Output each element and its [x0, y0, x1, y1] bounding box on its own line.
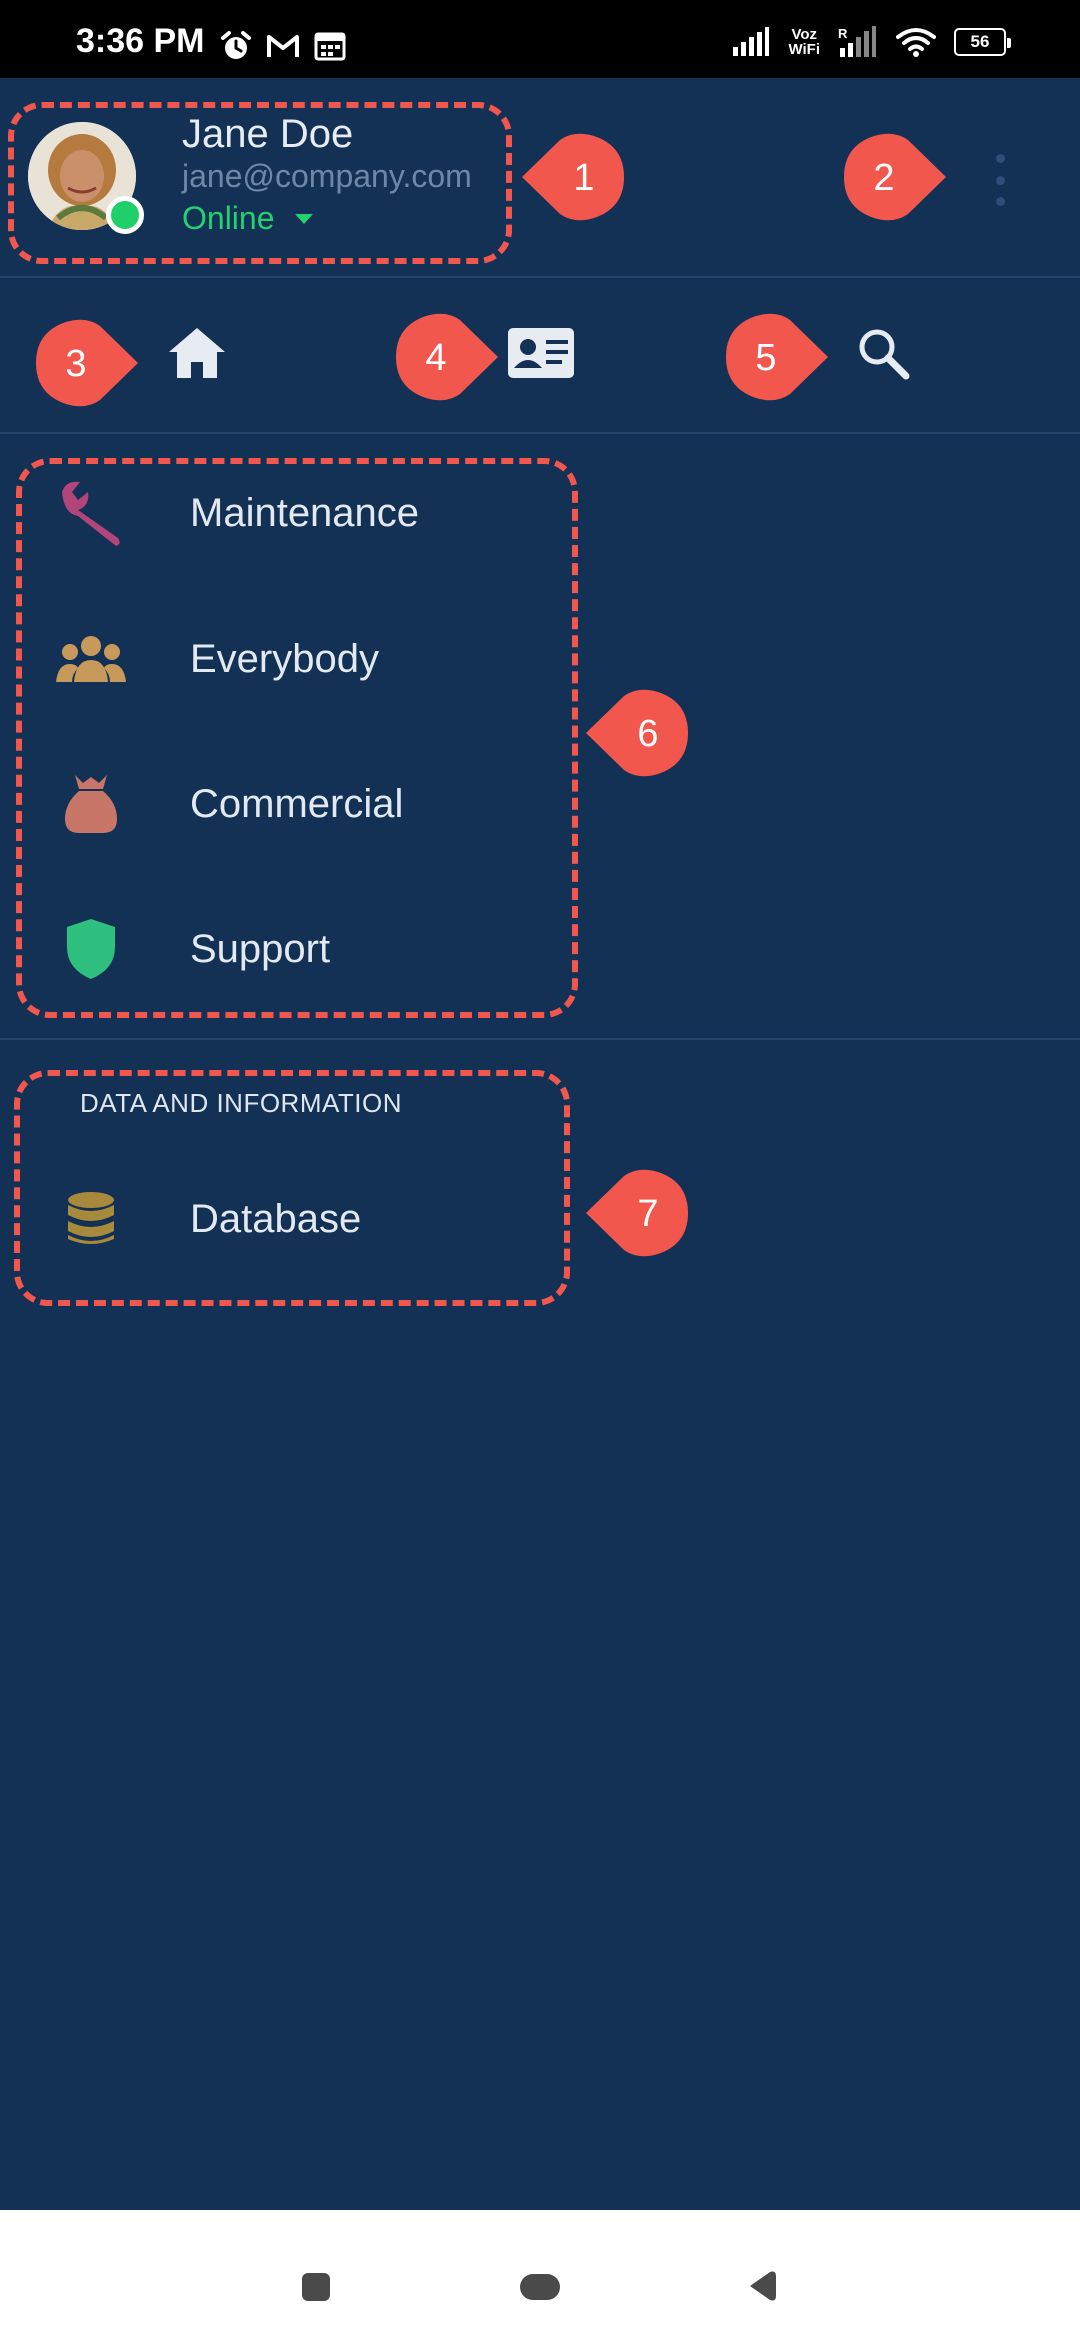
recents-button[interactable] — [302, 2273, 330, 2301]
search-icon — [859, 329, 910, 380]
home-icon — [169, 328, 225, 378]
annotation-callout-1: 1 — [522, 133, 624, 221]
home-button[interactable] — [152, 308, 242, 398]
svg-text:7: 7 — [637, 1193, 658, 1235]
annotation-callout-4: 4 — [396, 313, 498, 401]
svg-text:R: R — [838, 26, 848, 41]
chevron-down-icon — [294, 213, 313, 224]
annotation-callout-7: 7 — [586, 1169, 688, 1257]
gmail-icon — [267, 35, 299, 57]
user-name: Jane Doe — [182, 112, 354, 156]
menu-item-label: Database — [190, 1196, 362, 1241]
user-email: jane@company.com — [182, 158, 472, 194]
presence-status-dropdown[interactable]: Online — [182, 200, 313, 237]
menu-item-commercial[interactable]: Commercial — [0, 744, 580, 864]
svg-text:1: 1 — [573, 157, 594, 199]
contacts-button[interactable] — [496, 308, 586, 398]
annotation-callout-6: 6 — [586, 689, 688, 777]
contact-card-icon — [508, 328, 574, 378]
wrench-icon — [56, 478, 126, 548]
home-system-button[interactable] — [520, 2274, 560, 2300]
svg-text:2: 2 — [873, 157, 894, 199]
more-options-button[interactable] — [985, 154, 1015, 206]
group-icon — [56, 624, 126, 694]
section-title: DATA AND INFORMATION — [80, 1088, 403, 1118]
menu-item-label: Maintenance — [190, 490, 420, 535]
annotation-callout-2: 2 — [844, 133, 946, 221]
search-button[interactable] — [838, 308, 928, 398]
alarm-icon — [221, 31, 251, 59]
quick-nav — [0, 278, 1080, 434]
menu-item-label: Support — [190, 926, 331, 971]
status-time: 3:36 PM — [76, 22, 205, 60]
back-button[interactable] — [748, 2270, 778, 2302]
menu-item-maintenance[interactable]: Maintenance — [0, 453, 580, 573]
profile-header: Jane Doe jane@company.com Online — [0, 78, 1080, 278]
system-navigation-bar — [0, 2210, 1080, 2340]
online-status-dot — [106, 196, 144, 234]
database-icon — [56, 1184, 126, 1254]
menu-item-support[interactable]: Support — [0, 889, 580, 1009]
avatar-photo — [28, 122, 136, 230]
menu-item-database[interactable]: Database — [0, 1159, 580, 1279]
annotation-callout-3: 3 — [36, 319, 138, 407]
shield-icon — [56, 914, 126, 984]
avatar[interactable] — [28, 122, 136, 230]
svg-text:4: 4 — [425, 337, 446, 379]
calendar-icon — [314, 32, 346, 61]
navigation-drawer: Jane Doe jane@company.com Online — [0, 78, 1080, 2210]
annotation-box-profile — [8, 102, 512, 264]
svg-text:6: 6 — [637, 713, 658, 755]
wifi-icon — [896, 28, 936, 57]
annotation-box-menu — [16, 458, 578, 1018]
svg-text:5: 5 — [755, 337, 776, 379]
menu-item-label: Commercial — [190, 781, 404, 826]
roaming-signal-icon: R — [838, 26, 876, 57]
presence-status-label: Online — [182, 200, 275, 236]
money-bag-icon — [56, 769, 126, 839]
signal-icon — [733, 27, 770, 56]
annotation-box-data — [14, 1070, 570, 1306]
annotation-callout-5: 5 — [726, 313, 828, 401]
more-vert-icon — [995, 154, 1005, 163]
battery-indicator: 56 — [954, 28, 1011, 56]
menu-item-label: Everybody — [190, 636, 379, 681]
section-divider — [0, 1038, 1080, 1040]
svg-text:3: 3 — [65, 343, 86, 385]
status-notification-icons — [220, 30, 346, 62]
menu-item-everybody[interactable]: Everybody — [0, 599, 580, 719]
